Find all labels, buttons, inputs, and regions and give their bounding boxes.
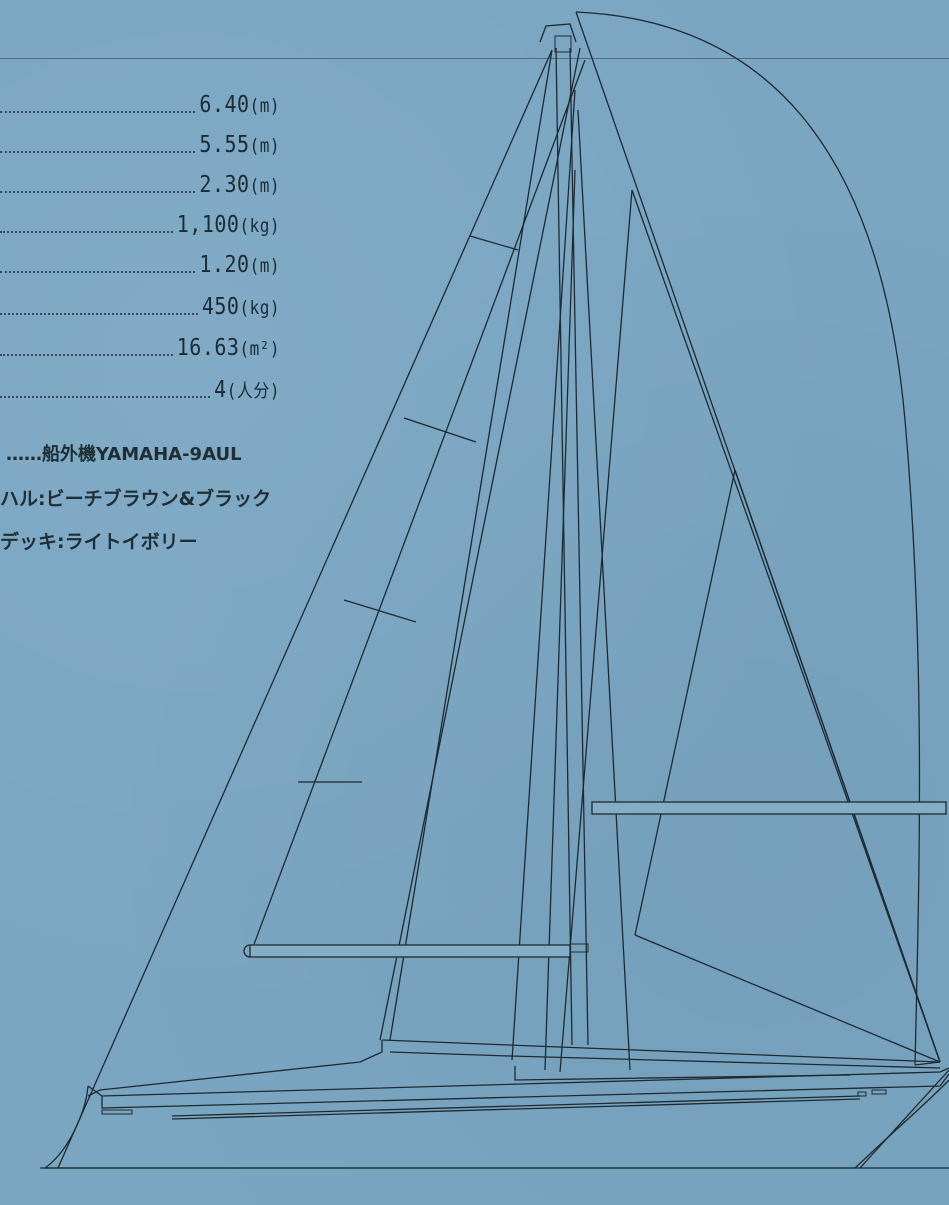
spec-row-loa: 6.40(m)	[0, 90, 280, 121]
boot-stripe	[171, 1095, 861, 1117]
spec-value: 6.40(m)	[199, 89, 280, 118]
forestay-2	[559, 189, 633, 1073]
hull-color-spec: ハル:ビーチブラウン&ブラック	[0, 488, 272, 510]
batten-2	[403, 417, 477, 443]
jib-second-luff	[379, 47, 581, 1041]
hull-port	[101, 1109, 133, 1115]
spec-value: 1.20(m)	[199, 249, 280, 278]
spinnaker-pole	[591, 801, 947, 815]
hull-sheer	[87, 1067, 949, 1097]
backstay-line	[577, 109, 631, 1071]
coachroof	[87, 1040, 383, 1097]
spec-value: 1,100(kg)	[176, 209, 280, 238]
masthead	[539, 23, 577, 43]
stern-line	[859, 1069, 949, 1169]
spec-value: 5.55(m)	[199, 129, 280, 158]
hull-vent	[857, 1091, 867, 1097]
spec-value: 16.63(m²)	[176, 332, 280, 361]
boom-end	[243, 944, 251, 958]
dot-leader	[0, 190, 196, 193]
dot-leader	[0, 395, 211, 398]
spin-sheet-2	[634, 934, 941, 1063]
hull-deck	[101, 1073, 949, 1109]
cabin-window	[514, 1066, 851, 1081]
dot-leader	[0, 110, 196, 113]
jib-leech	[389, 49, 553, 1041]
gooseneck	[569, 943, 589, 953]
spec-row-draft: 1.20(m)	[0, 250, 280, 281]
coachroof-top	[381, 1039, 941, 1063]
dot-leader	[0, 230, 173, 233]
dot-leader	[0, 353, 173, 356]
dot-leader	[0, 270, 196, 273]
mast	[555, 47, 573, 1046]
cabin-side	[389, 1051, 941, 1069]
spin-sheet-3	[734, 469, 941, 1063]
boot-stripe-2	[171, 1098, 861, 1120]
spec-row-capacity: 4(人分)	[0, 375, 280, 406]
spinnaker-leech	[575, 11, 921, 1066]
dot-leader	[0, 312, 198, 315]
spec-value: 450(kg)	[201, 291, 280, 320]
main-leech	[511, 89, 576, 1061]
spec-row-sail-area: 16.63(m²)	[0, 333, 280, 364]
engine-spec: ……船外機YAMAHA-9AUL	[6, 444, 242, 465]
spin-sheet	[634, 469, 736, 936]
spec-row-lwl: 5.55(m)	[0, 130, 280, 161]
mast-aft-edge	[569, 47, 589, 1046]
masthead-box	[554, 35, 572, 53]
spec-value: 4(人分)	[214, 374, 280, 403]
batten-1	[469, 235, 519, 251]
hull-vent-2	[871, 1089, 887, 1095]
spinnaker-foot	[914, 1061, 941, 1066]
jib-sheet	[631, 189, 941, 1063]
jib-inner-stay	[249, 59, 586, 956]
spec-row-displacement: 1,100(kg)	[0, 210, 280, 241]
main-leech-2	[544, 169, 576, 1071]
jib-luff	[57, 49, 553, 1169]
dot-leader	[0, 150, 196, 153]
spec-row-ballast: 450(kg)	[0, 292, 280, 323]
deck-color-spec: デッキ:ライトイボリー	[0, 531, 198, 553]
spec-header-rule	[0, 58, 949, 59]
spec-row-beam: 2.30(m)	[0, 170, 280, 201]
spec-value: 2.30(m)	[199, 169, 280, 198]
batten-3	[343, 599, 417, 623]
boom	[249, 944, 571, 958]
